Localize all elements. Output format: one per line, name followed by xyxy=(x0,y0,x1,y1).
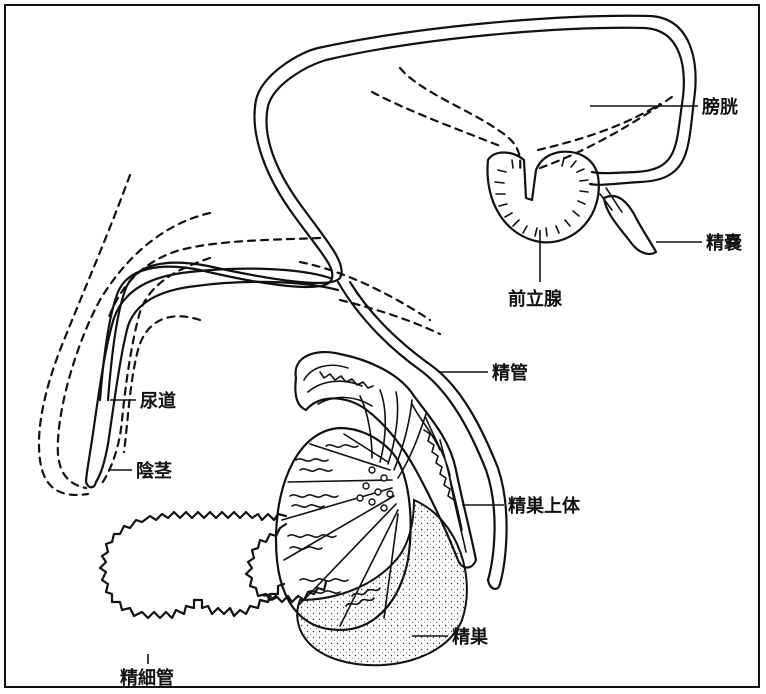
prostate-gland xyxy=(487,152,598,243)
efferent-ductules xyxy=(360,390,426,478)
seminal-vesicle xyxy=(604,196,656,254)
seminiferous-tubule xyxy=(100,512,326,618)
bladder-inner-dash-3 xyxy=(538,104,660,150)
label-urethra: 尿道 xyxy=(140,390,176,412)
label-seminal-vesicle: 精嚢 xyxy=(706,232,743,254)
label-vas-deferens: 精管 xyxy=(492,362,528,384)
label-bladder: 膀胱 xyxy=(701,96,738,118)
label-prostate: 前立腺 xyxy=(508,288,563,310)
urethra xyxy=(86,269,338,488)
bladder-inner-dash-1 xyxy=(400,68,520,170)
testis xyxy=(276,390,467,665)
testis-lobule-coils xyxy=(288,445,380,606)
label-testis: 精巣 xyxy=(452,626,489,648)
prostate-hatching xyxy=(495,158,588,236)
label-epididymis: 精巣上体 xyxy=(508,495,581,517)
bladder-inner-dash-4 xyxy=(540,94,676,168)
label-seminiferous-tubule: 精細管 xyxy=(120,667,174,689)
label-penis: 陰茎 xyxy=(136,460,172,482)
